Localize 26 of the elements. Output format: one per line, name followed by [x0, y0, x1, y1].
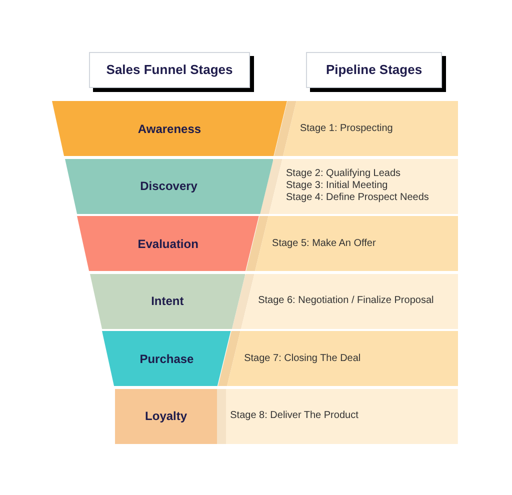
stage-text: Stage 5: Make An Offer — [272, 238, 377, 250]
stage-text: Stage 4: Define Prospect Needs — [286, 192, 430, 204]
funnel-segment — [77, 216, 260, 271]
stage-label: Purchase — [140, 350, 194, 368]
funnel-segment — [64, 158, 273, 214]
pipeline-panel — [218, 331, 458, 386]
stage-text: Stage 6: Negotiation / Finalize Proposal — [258, 295, 435, 307]
stage-text: Stage 8: Deliver The Product — [230, 410, 360, 422]
pipeline-panel — [246, 216, 458, 271]
stage-label: Discovery — [140, 178, 198, 195]
stage-text: Stage 1: Prospecting — [300, 122, 394, 134]
pipeline-panel — [232, 274, 458, 328]
stage-text: Stage 7: Closing The Deal — [244, 352, 362, 364]
funnel-segment — [102, 331, 232, 386]
pipeline-panel — [217, 388, 458, 444]
stage-label: Awareness — [138, 120, 202, 138]
stage-text: Stage 2: Qualifying Leads — [286, 168, 402, 180]
stage-text: Stage 3: Initial Meeting — [286, 180, 389, 192]
stage-label: Evaluation — [138, 236, 198, 252]
pipeline-panel — [274, 101, 458, 156]
funnel-segment — [52, 101, 287, 156]
funnel-segment — [114, 388, 218, 444]
pipeline-panel — [260, 158, 458, 214]
stage-label: Loyalty — [145, 408, 188, 425]
funnel-segment — [90, 274, 246, 328]
stage-label: Intent — [151, 293, 184, 310]
